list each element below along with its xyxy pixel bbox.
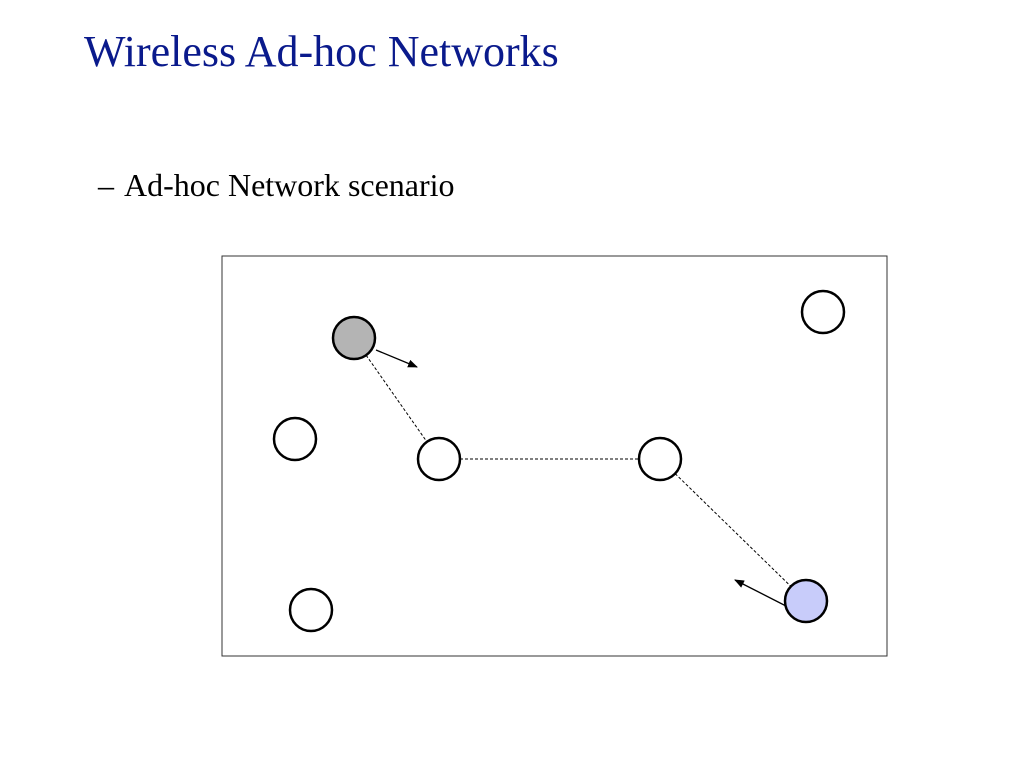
- slide-title: Wireless Ad-hoc Networks: [84, 27, 559, 76]
- node-relay-2: [637, 436, 683, 482]
- link-source-to-relay-1: [365, 354, 428, 443]
- node-idle-left-middle: [272, 416, 318, 462]
- movement-arrows-layer: [375, 349, 787, 607]
- links-layer: [365, 354, 792, 587]
- node-source: [331, 315, 377, 361]
- bullet-text: Ad-hoc Network scenario: [124, 167, 455, 203]
- bullet-marker: –: [98, 167, 114, 203]
- node-destination: [783, 578, 829, 624]
- node-relay-1: [416, 436, 462, 482]
- link-relay-2-to-destination: [674, 473, 792, 587]
- node-idle-left-bottom: [288, 587, 334, 633]
- movement-arrow-destination: [734, 579, 787, 607]
- movement-arrow-source: [375, 349, 418, 368]
- node-idle-top-right: [800, 289, 846, 335]
- nodes-layer: [272, 289, 846, 633]
- scenario-frame: [221, 255, 888, 657]
- bullet-item: –Ad-hoc Network scenario: [98, 164, 455, 206]
